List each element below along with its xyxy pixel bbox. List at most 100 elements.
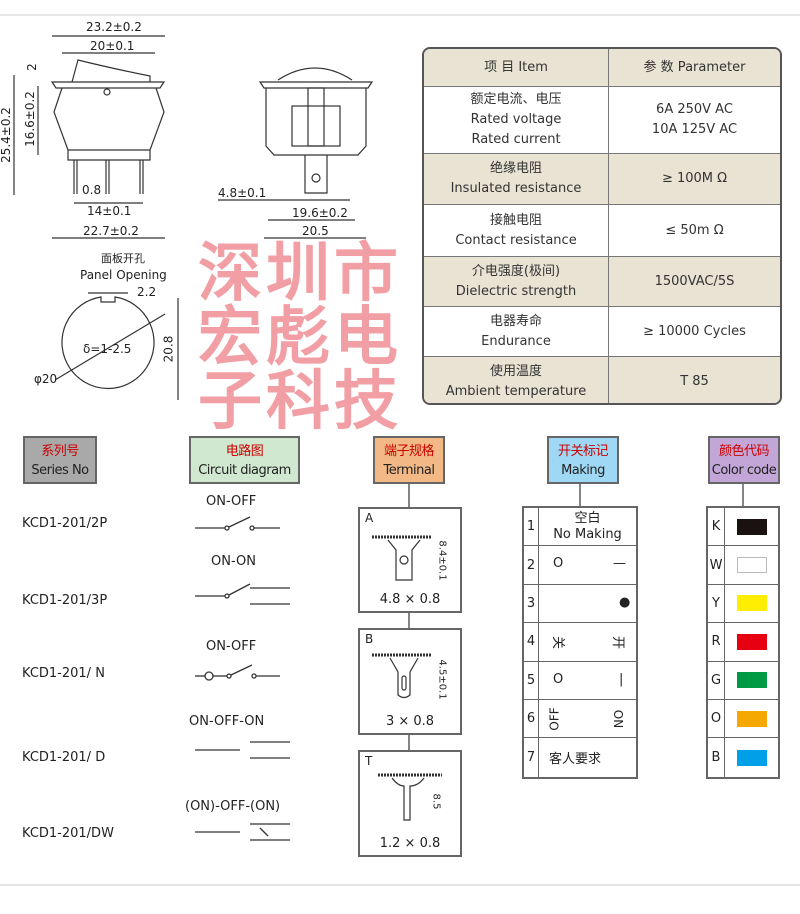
- header-zh: 开关标记: [557, 444, 609, 459]
- header-en: Series No: [31, 463, 89, 478]
- color-letter: K: [708, 508, 725, 546]
- terminal-size: 1.2 × 0.8: [379, 836, 441, 851]
- dim-pin-width: 0.8: [82, 183, 102, 197]
- header-en: Making: [561, 463, 605, 478]
- circuit-symbols: [195, 516, 290, 841]
- making-number: 1: [524, 508, 539, 546]
- series-item: KCD1-201/2P: [22, 516, 108, 531]
- spec-label-en: Insulated resistance: [450, 181, 582, 196]
- bottom-divider: [0, 884, 800, 886]
- front-view-drawing: [13, 35, 166, 239]
- spec-label-zh: 介电强度(极间): [471, 263, 561, 279]
- dim-overall-width: 23.2±0.2: [86, 20, 142, 34]
- color-letter: B: [708, 738, 725, 777]
- terminal-letter: A: [365, 511, 374, 525]
- color-swatch: [736, 595, 767, 612]
- header-zh: 颜色代码: [718, 444, 770, 459]
- color-swatch: [736, 710, 767, 727]
- terminal-dim: 4.5±0.1: [436, 659, 448, 700]
- panel-opening-drawing: [54, 292, 179, 400]
- color-swatch: [736, 633, 767, 650]
- making-left: OFF: [547, 707, 562, 731]
- color-swatch: [736, 518, 767, 535]
- panel-title-en: Panel Opening: [80, 268, 167, 282]
- terminal-dim: 8.4±0.1: [436, 540, 448, 581]
- terminal-shapes: [372, 535, 442, 821]
- color-letter: G: [708, 661, 725, 699]
- making-zh: 客人要求: [549, 752, 602, 768]
- spec-value: ≤ 50m Ω: [665, 222, 724, 238]
- dim-pin-pitch: 14±0.1: [87, 204, 132, 218]
- making-zh: 空白: [574, 511, 601, 526]
- dim-thickness: δ=1-2.5: [83, 342, 132, 356]
- spec-label-zh: 接触电阻: [489, 212, 542, 228]
- spec-value: 6A 250V AC: [656, 102, 733, 117]
- spec-label-en: Dielectric strength: [455, 283, 577, 299]
- top-divider: [0, 14, 800, 16]
- spec-label-zh: 使用温度: [489, 364, 542, 379]
- terminal-letter: B: [365, 632, 374, 646]
- header-series-no: 系列号 Series No: [23, 436, 97, 484]
- making-left: O: [553, 671, 564, 687]
- dim-bezel-width: 20±0.1: [90, 39, 135, 53]
- color-row: G: [708, 661, 778, 700]
- dim-body-height: 16.6±0.2: [22, 91, 37, 147]
- company-watermark: 深圳市宏彪电子科技: [198, 237, 402, 439]
- color-code-table: K W Y R G O B: [706, 506, 780, 779]
- spec-value: 1500VAC/5S: [654, 273, 735, 289]
- terminal-box-b: B 4.5±0.1 3 × 0.8: [358, 628, 462, 735]
- spec-value: T 85: [680, 374, 709, 389]
- dim-side-bezel: 20.5: [302, 224, 329, 238]
- spec-value: ≥ 10000 Cycles: [643, 323, 746, 339]
- spec-header-param: 参 数 Parameter: [643, 59, 746, 75]
- making-right: ●: [619, 594, 631, 610]
- header-en: Terminal: [383, 463, 435, 478]
- making-number: 7: [524, 738, 539, 777]
- making-right: |: [619, 671, 624, 687]
- making-number: 4: [524, 623, 539, 661]
- color-row: Y: [708, 584, 778, 624]
- spec-row: 介电强度(极间) Dielectric strength 1500VAC/5S: [424, 257, 780, 307]
- making-number: 6: [524, 699, 539, 738]
- series-item: KCD1-201/3P: [22, 593, 108, 608]
- dim-diameter: φ20: [34, 372, 58, 386]
- dim-opening-height: 20.8: [161, 335, 176, 363]
- spec-label-zh: 电器寿命: [489, 313, 542, 329]
- color-row: W: [708, 546, 778, 585]
- circuit-label: ON-ON: [211, 554, 256, 569]
- terminal-size: 4.8 × 0.8: [379, 592, 441, 607]
- color-letter: O: [708, 699, 725, 738]
- header-zh: 电路图: [225, 444, 264, 459]
- color-row: B: [708, 738, 778, 777]
- spec-value: ≥ 100M Ω: [661, 171, 728, 186]
- panel-title-zh: 面板开孔: [101, 252, 145, 265]
- spec-label-en: Rated voltage: [470, 112, 562, 127]
- dim-side-body: 19.6±0.2: [292, 206, 348, 220]
- terminal-dim: 8.5: [430, 793, 442, 810]
- terminal-box-a: A 8.4±0.1 4.8 × 0.8: [358, 507, 462, 613]
- dim-rocker-height: 2: [24, 63, 39, 71]
- circuit-label: ON-OFF: [206, 639, 257, 654]
- spec-row: 电器寿命 Endurance ≥ 10000 Cycles: [424, 307, 780, 357]
- header-zh: 系列号: [41, 444, 79, 459]
- dim-notch: 2.2: [137, 285, 157, 299]
- spec-label-en: Endurance: [481, 333, 551, 349]
- side-view-drawing: [218, 67, 374, 239]
- making-number: 2: [524, 546, 539, 584]
- making-right: 开: [610, 636, 626, 650]
- header-making: 开关标记 Making: [547, 436, 619, 484]
- color-swatch: [736, 749, 767, 766]
- making-row: 3●: [524, 584, 636, 624]
